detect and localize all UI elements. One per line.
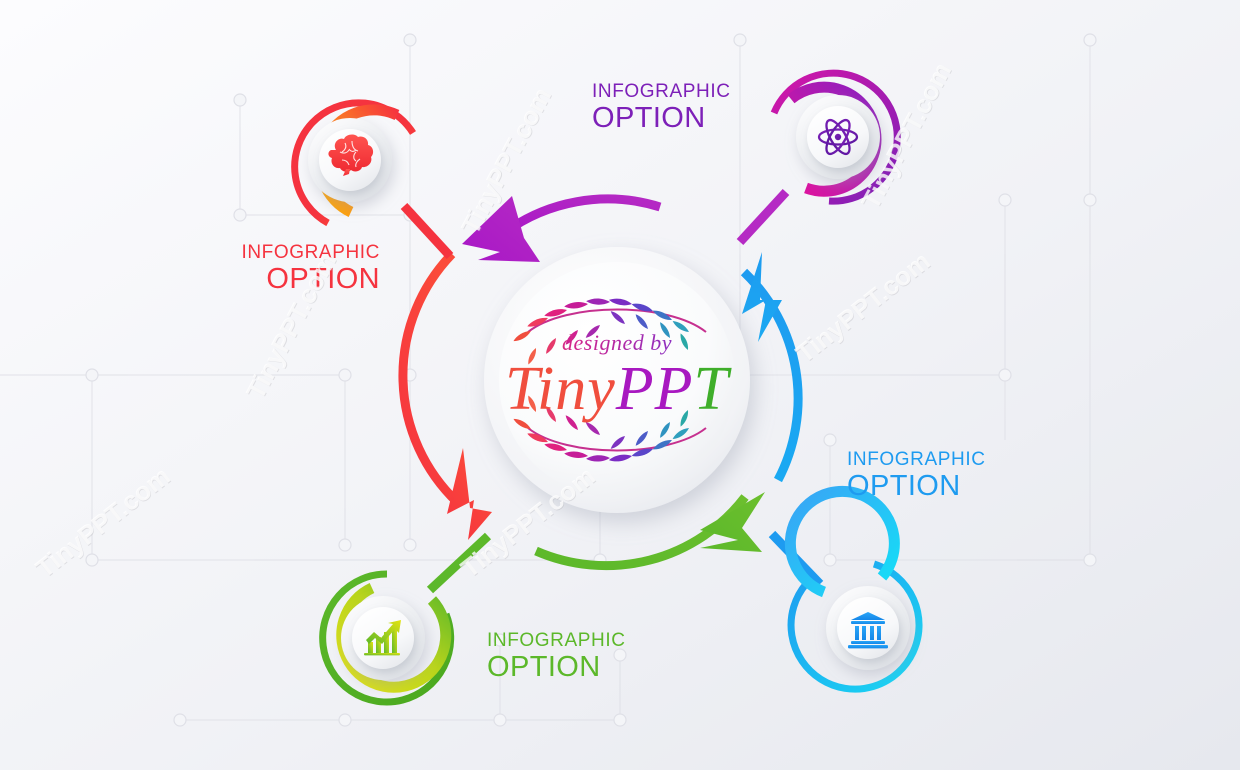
label-line1: INFOGRAPHIC bbox=[241, 242, 380, 263]
label-option-green: INFOGRAPHIC OPTION bbox=[487, 631, 626, 682]
label-line1: INFOGRAPHIC bbox=[487, 630, 626, 651]
brand-part-tiny: Tiny bbox=[504, 355, 616, 423]
center-logo: designed by TinyPPT bbox=[484, 330, 750, 420]
label-option-purple: INFOGRAPHIC OPTION bbox=[592, 82, 731, 133]
node-hit-purple[interactable] bbox=[764, 63, 912, 211]
node-hit-blue[interactable] bbox=[794, 554, 942, 702]
label-line1: INFOGRAPHIC bbox=[847, 449, 986, 470]
label-option-blue: INFOGRAPHIC OPTION bbox=[847, 450, 986, 501]
label-line2: OPTION bbox=[266, 263, 380, 295]
label-line2: OPTION bbox=[847, 470, 961, 502]
label-line1: INFOGRAPHIC bbox=[592, 81, 731, 102]
label-line2: OPTION bbox=[487, 651, 601, 683]
node-hit-red[interactable] bbox=[276, 86, 424, 234]
brand-part-t: T bbox=[693, 355, 730, 423]
center-brand: TinyPPT bbox=[484, 358, 750, 420]
label-line2: OPTION bbox=[592, 102, 706, 134]
brand-part-pp: PP bbox=[615, 355, 694, 423]
label-option-red: INFOGRAPHIC OPTION bbox=[235, 243, 380, 294]
center-tagline: designed by bbox=[484, 330, 750, 356]
node-hit-green[interactable] bbox=[309, 564, 457, 712]
